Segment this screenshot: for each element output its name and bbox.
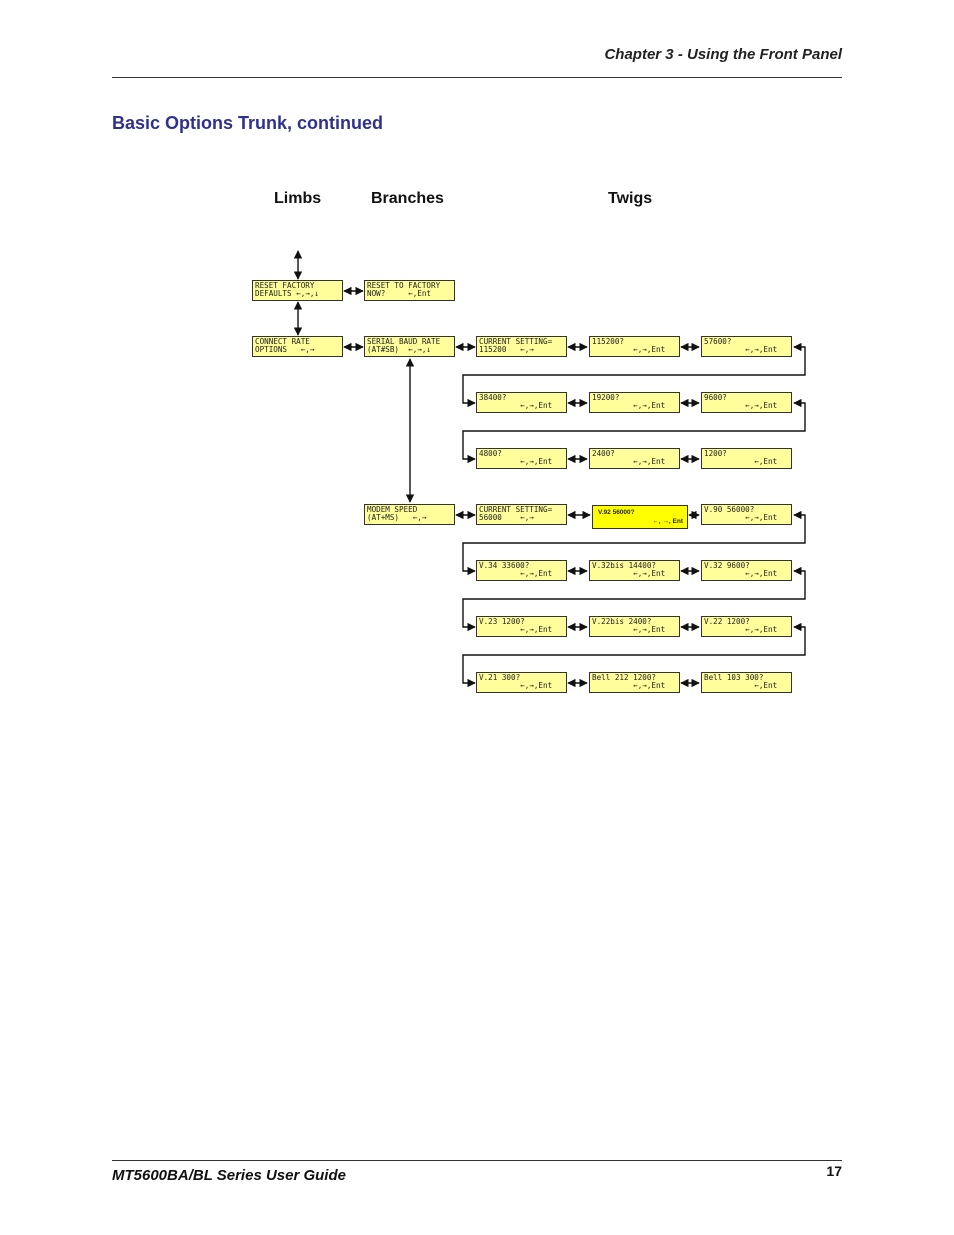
lcd-19200: 19200? ←,→,Ent	[589, 392, 680, 413]
header-rule	[112, 77, 842, 78]
lcd-current-56000: CURRENT SETTING=56000 ←,→	[476, 504, 567, 525]
lcd-current-115200: CURRENT SETTING=115200 ←,→	[476, 336, 567, 357]
lcd-v92-highlighted: V.92 56000?←, →, Ent	[592, 505, 688, 529]
lcd-2400: 2400? ←,→,Ent	[589, 448, 680, 469]
lcd-v21: V.21 300? ←,→,Ent	[476, 672, 567, 693]
lcd-v32: V.32 9600? ←,→,Ent	[701, 560, 792, 581]
lcd-38400: 38400? ←,→,Ent	[476, 392, 567, 413]
lcd-115200: 115200? ←,→,Ent	[589, 336, 680, 357]
lcd-v23: V.23 1200? ←,→,Ent	[476, 616, 567, 637]
section-title: Basic Options Trunk, continued	[112, 113, 384, 133]
lcd-serial-baud: SERIAL BAUD RATE(AT#SB) ←,→,↓	[364, 336, 455, 357]
lcd-modem-speed: MODEM SPEED(AT+MS) ←,→	[364, 504, 455, 525]
lcd-v22bis: V.22bis 2400? ←,→,Ent	[589, 616, 680, 637]
column-twigs: Twigs	[608, 190, 653, 207]
footer-rule	[112, 1160, 842, 1161]
lcd-v90: V.90 56000? ←,→,Ent	[701, 504, 792, 525]
lcd-bell212: Bell 212 1200? ←,→,Ent	[589, 672, 680, 693]
column-limbs: Limbs	[274, 190, 322, 207]
chapter-header: Chapter 3 - Using the Front Panel	[604, 46, 842, 63]
footer-guide-title: MT5600BA/BL Series User Guide	[112, 1167, 346, 1184]
lcd-1200: 1200? ←,Ent	[701, 448, 792, 469]
lcd-v32bis: V.32bis 14400? ←,→,Ent	[589, 560, 680, 581]
lcd-57600: 57600? ←,→,Ent	[701, 336, 792, 357]
lcd-9600: 9600? ←,→,Ent	[701, 392, 792, 413]
lcd-4800: 4800? ←,→,Ent	[476, 448, 567, 469]
lcd-bell103: Bell 103 300? ←,Ent	[701, 672, 792, 693]
lcd-v34: V.34 33600? ←,→,Ent	[476, 560, 567, 581]
column-branches: Branches	[371, 190, 444, 207]
page-number: 17	[826, 1163, 842, 1179]
lcd-v22: V.22 1200? ←,→,Ent	[701, 616, 792, 637]
